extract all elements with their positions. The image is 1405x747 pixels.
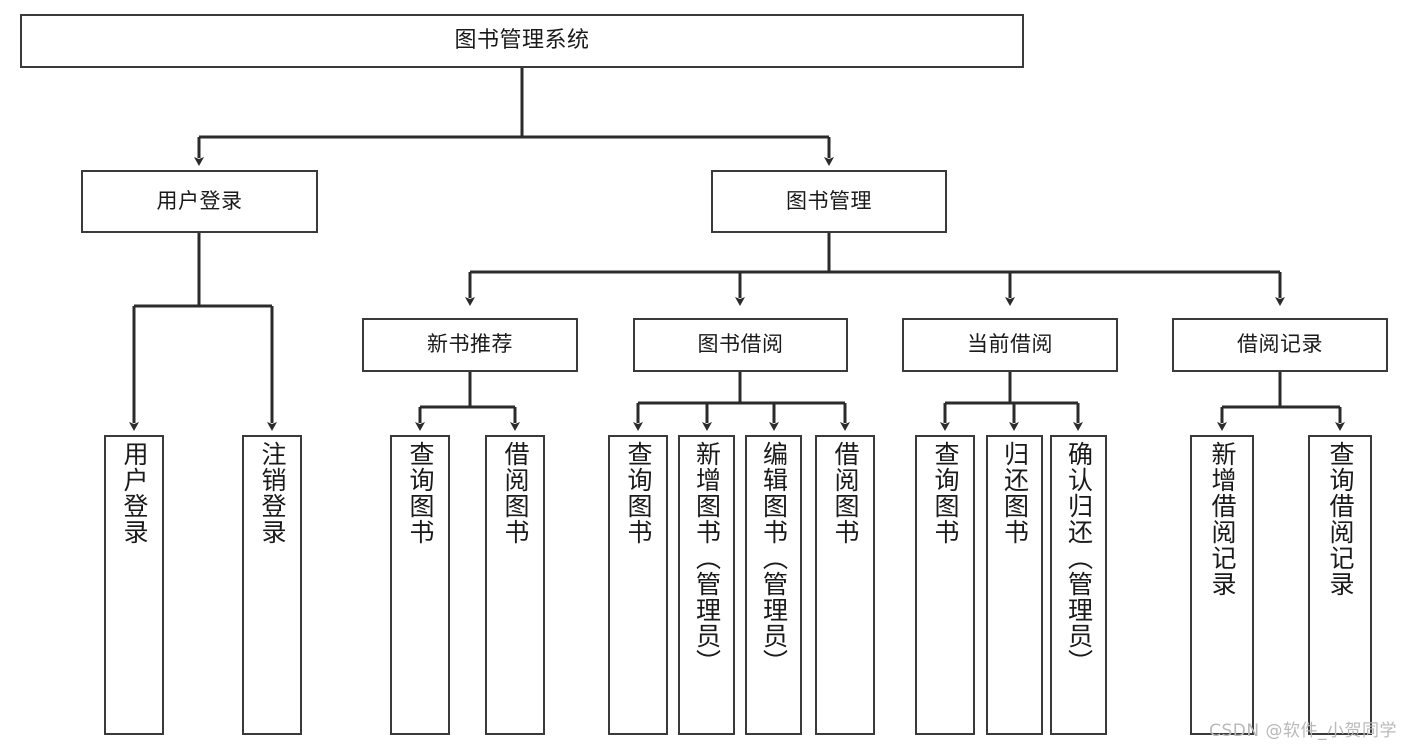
node-label: 注销登录 [258,441,287,545]
node-label: 新书推荐 [427,332,513,357]
node-label: 新增借阅记录 [1208,441,1237,597]
node-label: 查询图书 [406,441,435,545]
node-label: 查询图书 [931,441,960,545]
node-borrow-record[interactable]: 借阅记录 [1172,318,1388,372]
node-label: 用户登录 [156,188,243,213]
node-book-management[interactable]: 图书管理 [711,170,947,233]
node-label: 查询借阅记录 [1326,441,1355,597]
node-user-login[interactable]: 用户登录 [81,170,318,233]
node-root-system[interactable]: 图书管理系统 [20,14,1024,68]
node-label: 查询图书 [624,441,653,545]
leaf-logout[interactable]: 注销登录 [242,435,302,735]
leaf-add-book-admin[interactable]: 新增图书（管理员） [678,435,735,735]
node-label: 当前借阅 [967,332,1053,357]
node-label: 新增图书（管理员） [692,441,722,675]
node-new-book-recommend[interactable]: 新书推荐 [362,318,578,372]
node-label: 图书借阅 [697,332,784,357]
node-book-borrow[interactable]: 图书借阅 [633,318,848,372]
leaf-borrow-book[interactable]: 借阅图书 [815,435,875,735]
node-label: 编辑图书（管理员） [759,441,789,675]
leaf-return-book[interactable]: 归还图书 [986,435,1043,735]
node-current-borrow[interactable]: 当前借阅 [902,318,1118,372]
node-label: 图书管理 [786,188,872,213]
leaf-add-borrow-record[interactable]: 新增借阅记录 [1190,435,1254,735]
leaf-query-book-recommend[interactable]: 查询图书 [390,435,450,735]
node-label: 确认归还（管理员） [1064,441,1094,675]
node-label: 借阅图书 [831,441,860,545]
leaf-user-login[interactable]: 用户登录 [104,435,164,735]
leaf-borrow-book-recommend[interactable]: 借阅图书 [485,435,545,735]
node-label: 图书管理系统 [454,27,590,53]
leaf-confirm-return-admin[interactable]: 确认归还（管理员） [1050,435,1107,735]
node-label: 用户登录 [120,441,149,545]
node-label: 借阅记录 [1237,332,1323,357]
leaf-query-borrow-record[interactable]: 查询借阅记录 [1308,435,1372,735]
leaf-query-book-current[interactable]: 查询图书 [915,435,975,735]
node-label: 借阅图书 [501,441,530,545]
leaf-query-book-borrow[interactable]: 查询图书 [608,435,668,735]
node-label: 归还图书 [1000,441,1030,545]
leaf-edit-book-admin[interactable]: 编辑图书（管理员） [745,435,802,735]
